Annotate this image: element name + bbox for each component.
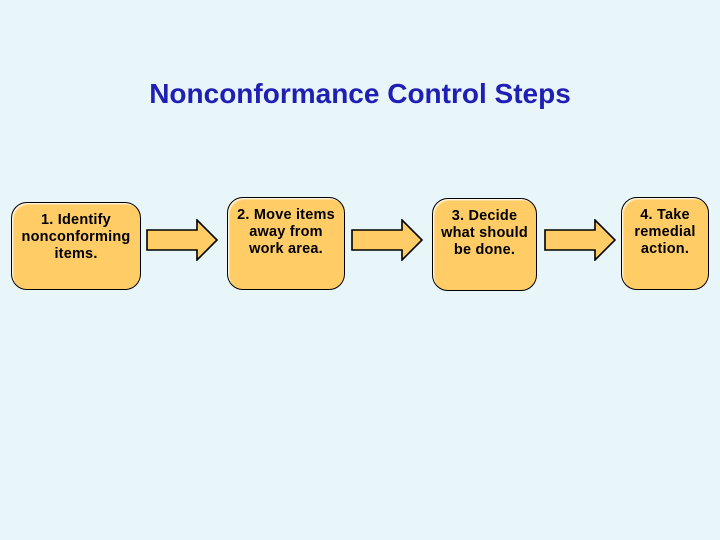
step-4-line-1: 4. Take: [640, 207, 690, 223]
page-title: Nonconformance Control Steps: [149, 78, 571, 109]
step-box-4: 4. Take remedial action.: [621, 197, 709, 290]
step-1-line-2: nonconforming: [21, 229, 131, 245]
step-box-2: 2. Move items away from work area.: [227, 197, 345, 290]
right-arrow-icon: [146, 219, 219, 261]
step-4-line-2: remedial: [634, 224, 696, 240]
step-1-line-1: 1. Identify: [41, 212, 111, 228]
step-2-line-3: work area.: [249, 241, 323, 257]
right-arrow-icon: [544, 219, 617, 261]
step-3-line-1: 3. Decide: [451, 208, 518, 224]
right-arrow-icon: [351, 219, 424, 261]
step-3-line-2: what should: [441, 225, 528, 241]
step-box-1: 1. Identify nonconforming items.: [11, 202, 141, 290]
step-1-line-3: items.: [54, 246, 98, 262]
step-3-line-3: be done.: [453, 242, 516, 258]
step-2-line-1: 2. Move items: [237, 207, 335, 223]
step-box-3: 3. Decide what should be done.: [432, 198, 537, 291]
step-4-line-3: action.: [640, 241, 690, 257]
step-2-line-2: away from: [249, 224, 323, 240]
